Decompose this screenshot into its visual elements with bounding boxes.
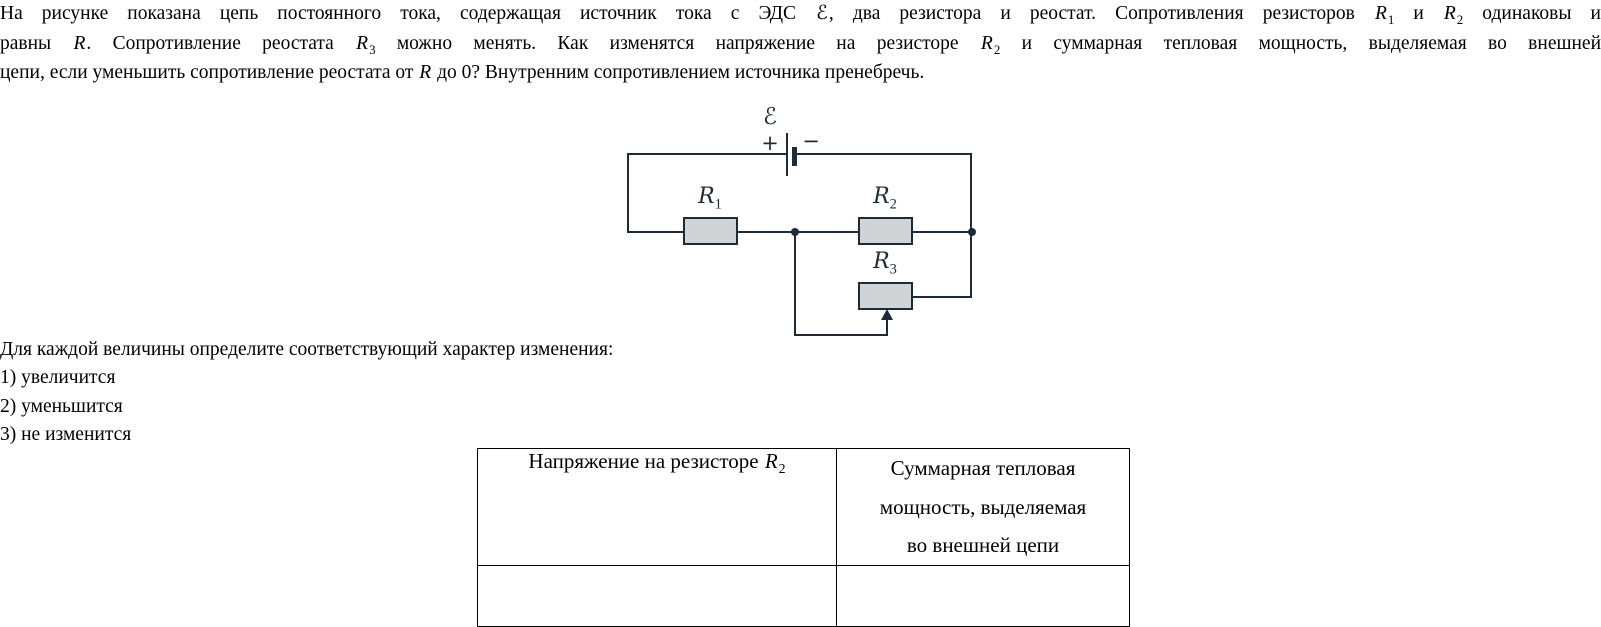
wire-right-vertical-upper xyxy=(970,153,973,233)
table-header-power-line-2: мощность, выделяемая xyxy=(879,494,1087,519)
prompt-option-1: 1) увеличится xyxy=(0,367,116,389)
resistor-r1-label: R1 xyxy=(698,184,722,213)
answer-table: Напряжение на резисторе R2 Суммарная теп… xyxy=(477,448,1130,627)
wiper-arrow-shaft xyxy=(886,317,889,336)
wire-bottom xyxy=(794,334,888,337)
wire-left-vertical xyxy=(627,153,630,233)
battery-minus-sign: − xyxy=(802,129,820,153)
prompt-option-2: 2) уменьшится xyxy=(0,395,123,417)
emf-label: ℰ xyxy=(763,104,777,130)
junction-node-middle xyxy=(791,228,799,236)
answer-cell-power[interactable] xyxy=(836,564,1130,627)
rheostat-r3-label: R3 xyxy=(873,249,897,278)
wire-rheostat-right xyxy=(912,296,972,299)
resistor-r2-box xyxy=(858,217,913,245)
rheostat-r3-box xyxy=(858,282,913,310)
wire-middle-drop xyxy=(794,231,797,336)
resistor-r2-label: R2 xyxy=(873,184,897,213)
table-header-voltage: Напряжение на резисторе R2 xyxy=(477,448,837,566)
problem-line-3: цепи, если уменьшить сопротивление реост… xyxy=(0,62,925,83)
resistor-r1-box xyxy=(683,217,738,245)
wire-middle-horizontal xyxy=(627,231,972,234)
table-header-power: Суммарная тепловая мощность, выделяемая … xyxy=(836,448,1130,566)
table-header-row: Напряжение на резисторе R2 Суммарная теп… xyxy=(477,448,1130,566)
battery-short-plate xyxy=(791,147,797,166)
battery-long-plate xyxy=(785,133,788,176)
change-prompt: Для каждой величины определите соответст… xyxy=(0,336,613,450)
wire-top-left xyxy=(627,153,786,156)
table-header-power-line-3: во внешней цепи xyxy=(906,533,1060,557)
answer-cell-voltage[interactable] xyxy=(477,564,837,627)
battery-plus-sign: + xyxy=(761,131,779,155)
table-answer-row xyxy=(477,564,1130,627)
wiper-arrow-head-icon xyxy=(881,309,893,320)
problem-line-1: На рисунке показана цепь постоянного ток… xyxy=(0,1,1601,27)
problem-statement: На рисунке показана цепь постоянного ток… xyxy=(0,0,1601,88)
table-header-power-line-1: Суммарная тепловая xyxy=(890,456,1076,480)
problem-line-2: равны R. Сопротивление реостата R3 можно… xyxy=(0,32,1601,57)
prompt-option-3: 3) не изменится xyxy=(0,424,132,446)
wire-top-right xyxy=(796,153,972,156)
junction-node-right xyxy=(968,228,976,236)
prompt-intro: Для каждой величины определите соответст… xyxy=(0,339,614,360)
circuit-diagram: ℰ + − R1 R2 R3 xyxy=(600,104,1000,349)
wire-right-vertical-lower xyxy=(970,231,973,298)
